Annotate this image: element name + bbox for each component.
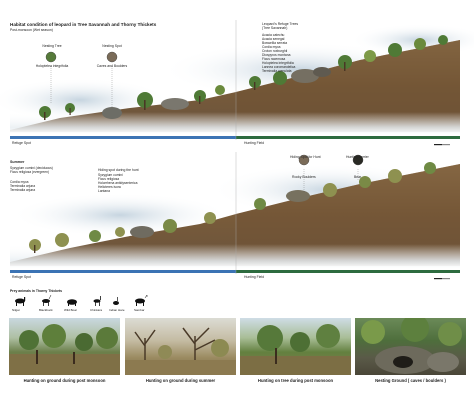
- list-item: Lannea coromandelica: [262, 65, 296, 69]
- summer-list-a: Syzygium cumini (deciduous) Ficus religi…: [10, 166, 53, 174]
- list-item: Lantana: [98, 189, 110, 193]
- caption-2: Hunting on ground during summer: [145, 378, 216, 383]
- list-item: Terminalia arjuna: [10, 188, 36, 192]
- top-subtitle: Post-monsoon (Wet season): [10, 28, 53, 32]
- list-item: Helicteres isora: [98, 185, 121, 189]
- hiding-spot-label: Hiding Spot for Hunt: [290, 155, 321, 159]
- indian-hare-icon: [113, 297, 119, 305]
- list-item: Croton roxburghii: [262, 49, 288, 53]
- bear-marker: [352, 154, 364, 166]
- list-item: Cordia myxa: [262, 45, 281, 49]
- refuge-spot-label: Refuge Spot: [12, 141, 31, 145]
- scale-bar-mid: [434, 278, 450, 280]
- hunting-barrier-label: Hunting Barrier: [346, 155, 369, 159]
- list-item: Acacia senegal: [262, 37, 285, 41]
- caption-3: Hunting on tree during post monsoon: [257, 378, 334, 383]
- refuge-spot-label-mid: Refuge Spot: [12, 275, 31, 279]
- middle-terrain: [10, 154, 460, 268]
- nesting-spot-label: Nesting Spot: [102, 44, 122, 48]
- refuge-band: [10, 136, 236, 139]
- hunting-field-label: Hunting Field: [244, 141, 264, 145]
- nesting-spot-marker: [106, 51, 118, 63]
- list-item: Boswellia serrata: [262, 41, 288, 45]
- top-terrain: [0, 24, 474, 134]
- prey-title: Prey animals in Thorny Thickets: [10, 289, 63, 293]
- blackbuck-icon: [42, 294, 52, 306]
- summer-list-b: Cordia myxa Terminalia arjuna Terminalia…: [10, 180, 35, 192]
- photo-hunting-tree-post-monsoon: [240, 318, 351, 375]
- cave-opening: [393, 356, 413, 368]
- caption-1: Hunting on ground during post monsoon: [23, 378, 106, 383]
- top-title: Habitat condition of leopard in Tree Sav…: [10, 22, 157, 27]
- caption-4: Nesting Ground ( caves / boulders ): [375, 378, 446, 383]
- list-item: Syzygium cumini: [98, 173, 123, 177]
- hiding-spot-list: Syzygium cumini Ficus religiosa Holarrhe…: [98, 173, 137, 193]
- list-item: Terminalia arjuna: [10, 184, 36, 188]
- refuge-trees-heading: Leopard's Refuge Trees (Tree Savannah): [262, 22, 299, 31]
- photo-hunting-ground-post-monsoon: [9, 318, 120, 375]
- photo-nesting-ground: [355, 318, 466, 375]
- prey-label-chinkara: Chinkara: [90, 308, 103, 312]
- chinkara-icon: [93, 296, 101, 306]
- nesting-tree-species: Holoptelea integrifolia: [35, 64, 69, 68]
- prey-label-sambar: Sambar: [134, 308, 145, 312]
- photo-hunting-ground-summer: [125, 318, 236, 375]
- prey-label-boar: Wild Boar: [64, 308, 78, 312]
- list-item: Ficus racemosa: [262, 57, 286, 61]
- hiding-spot-marker: [298, 154, 310, 166]
- list-item: Terminalia crenulata: [262, 69, 292, 73]
- list-item: Acacia catechu: [262, 33, 285, 37]
- list-item: Syzygium cumini (deciduous): [10, 166, 53, 170]
- scale-bar-top: [434, 144, 450, 146]
- list-item: Ficus religiosa (evergreen): [10, 170, 50, 174]
- refuge-trees-list: Acacia catechu Acacia senegal Boswellia …: [262, 33, 295, 73]
- summer-title: Summer: [10, 160, 25, 164]
- hiding-spot-type: Rocky Boulders: [292, 175, 316, 179]
- sambar-icon: [135, 294, 148, 306]
- nesting-tree-marker: [45, 51, 57, 63]
- hunting-band-mid: [236, 270, 460, 273]
- list-item: Holoptelea integrifolia: [262, 61, 294, 65]
- wild-boar-icon: [67, 299, 77, 306]
- bear-label: Bear: [354, 175, 362, 179]
- list-item: Diospyros montana: [262, 53, 291, 57]
- prey-label-nilgai: Nilgai: [12, 308, 20, 312]
- nesting-tree-label: Nesting Tree: [42, 44, 62, 48]
- list-item: Cordia myxa: [10, 180, 29, 184]
- hunting-band: [236, 136, 460, 139]
- hunting-field-label-mid: Hunting Field: [244, 275, 264, 279]
- prey-silhouettes: [15, 294, 148, 306]
- prey-label-hare: Indian Hare: [109, 308, 125, 312]
- nilgai-icon: [15, 297, 26, 306]
- list-item: Holarrhena antidysenterica: [98, 181, 138, 185]
- prey-label-blackbuck: Blackbuck: [39, 308, 53, 312]
- nesting-spot-type: Caves and Boulders: [96, 64, 128, 68]
- hiding-spot-heading: Hiding spot during the hunt: [98, 168, 139, 172]
- refuge-band-mid: [10, 270, 236, 273]
- list-item: Ficus religiosa: [98, 177, 120, 181]
